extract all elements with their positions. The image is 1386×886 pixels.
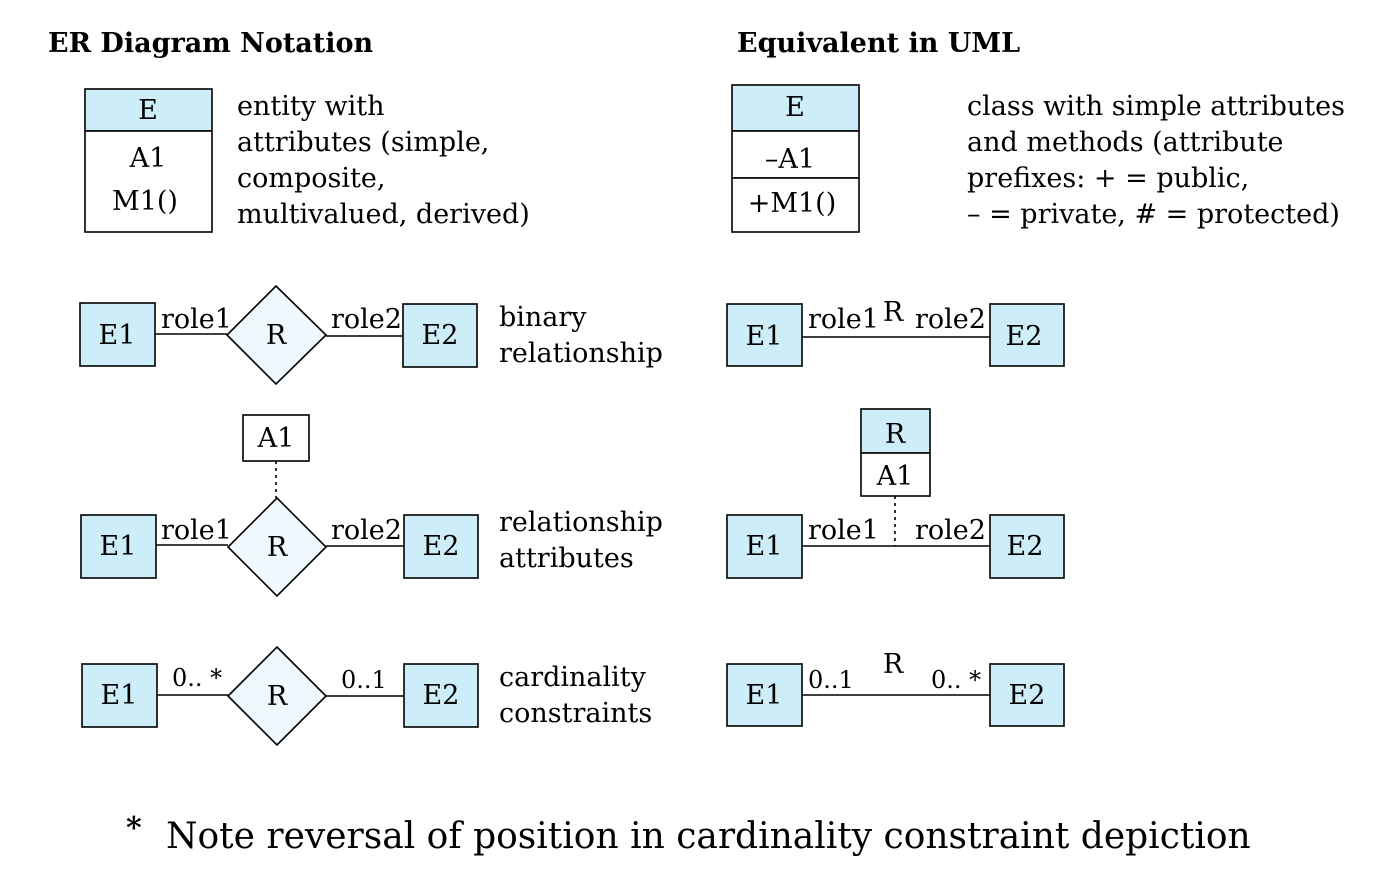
er-entity-e2-label: E2 bbox=[423, 680, 460, 711]
uml-class-attribute-box bbox=[731, 130, 860, 179]
er-binary-relationship: E1 E2 R role1 role2 bbox=[79, 284, 478, 386]
rel-attr-desc-line: relationship bbox=[499, 507, 663, 538]
er-role2-label: role2 bbox=[331, 515, 402, 546]
uml-association-name: R bbox=[883, 297, 904, 328]
binary-desc-line: relationship bbox=[499, 338, 663, 369]
er-role2-label: role2 bbox=[331, 304, 402, 335]
er-entity-desc-line: entity with bbox=[237, 91, 385, 122]
cardinality-desc-line: cardinality bbox=[499, 662, 647, 693]
er-cardinality-relationship: E1 E2 R 0.. * 0..1 bbox=[81, 645, 479, 747]
er-relationship-diamond bbox=[226, 496, 328, 598]
uml-entity-e2 bbox=[989, 514, 1065, 579]
uml-entity-e2 bbox=[989, 303, 1065, 367]
uml-association-name: R bbox=[883, 649, 904, 680]
uml-entity-e1 bbox=[726, 514, 803, 579]
er-entity-desc-line: multivalued, derived) bbox=[237, 199, 530, 230]
uml-class-description: class with simple attributes and methods… bbox=[967, 91, 1345, 230]
uml-cardinality-right: 0.. * bbox=[931, 666, 981, 694]
uml-entity-e2-label: E2 bbox=[1007, 531, 1044, 562]
er-relationship-attribute-label: A1 bbox=[257, 423, 295, 454]
er-entity-e1 bbox=[81, 663, 158, 728]
uml-association-class-name-box bbox=[860, 408, 931, 454]
relationship-attributes-description: relationship attributes bbox=[499, 507, 663, 574]
binary-desc-line: binary bbox=[499, 302, 587, 333]
er-entity-description: entity with attributes (simple, composit… bbox=[237, 91, 530, 230]
er-relationship-label: R bbox=[267, 681, 288, 712]
er-entity-desc-line: attributes (simple, bbox=[237, 127, 489, 158]
uml-association-class-attribute-box bbox=[860, 452, 931, 497]
er-entity-e2-label: E2 bbox=[422, 320, 459, 351]
er-entity-attribute-box bbox=[84, 130, 213, 233]
er-entity-e2 bbox=[403, 514, 479, 579]
er-entity-with-attributes: E A1 M1() bbox=[84, 88, 213, 233]
er-relationship-with-attribute: A1 E1 E2 R role1 role2 bbox=[80, 414, 479, 598]
er-relationship-attribute-box bbox=[242, 414, 310, 462]
rel-attr-desc-line: attributes bbox=[499, 543, 634, 574]
er-role1-label: role1 bbox=[161, 515, 232, 546]
uml-class-with-attributes: E –A1 +M1() bbox=[731, 84, 860, 233]
uml-association-class-attribute: A1 bbox=[876, 461, 914, 492]
er-entity-e1 bbox=[79, 302, 156, 367]
er-relationship-label: R bbox=[267, 532, 288, 563]
uml-entity-e2 bbox=[989, 663, 1065, 727]
heading-er-notation: ER Diagram Notation bbox=[48, 28, 374, 59]
uml-association-class-name: R bbox=[885, 419, 906, 450]
note-text: Note reversal of position in cardinality… bbox=[166, 816, 1251, 857]
uml-entity-e1 bbox=[726, 663, 803, 727]
er-cardinality-left: 0.. * bbox=[172, 664, 222, 692]
uml-association-class: R A1 E1 E2 role1 role2 bbox=[726, 408, 1065, 579]
uml-class-desc-line: class with simple attributes bbox=[967, 91, 1345, 122]
er-entity-name-box bbox=[84, 88, 213, 132]
uml-cardinality-association: E1 E2 R 0..1 0.. * bbox=[726, 649, 1065, 727]
heading-uml-equivalent: Equivalent in UML bbox=[737, 28, 1020, 59]
uml-class-desc-line: and methods (attribute bbox=[967, 127, 1284, 158]
er-entity-attribute: A1 bbox=[129, 143, 167, 174]
uml-role1-label: role1 bbox=[808, 515, 879, 546]
reversal-note: * Note reversal of position in cardinali… bbox=[126, 811, 1251, 857]
er-relationship-label: R bbox=[266, 320, 287, 351]
uml-entity-e1 bbox=[726, 303, 803, 367]
uml-entity-e2-label: E2 bbox=[1006, 321, 1043, 352]
uml-class-desc-line: – = private, # = protected) bbox=[967, 199, 1340, 230]
er-entity-e2 bbox=[402, 303, 478, 368]
uml-entity-e1-label: E1 bbox=[746, 531, 783, 562]
uml-entity-e1-label: E1 bbox=[746, 680, 783, 711]
uml-cardinality-left: 0..1 bbox=[808, 666, 854, 694]
er-relationship-diamond bbox=[226, 645, 328, 747]
uml-class-name: E bbox=[785, 92, 805, 123]
er-entity-e2-label: E2 bbox=[423, 531, 460, 562]
uml-class-attribute: –A1 bbox=[765, 144, 815, 175]
er-role1-label: role1 bbox=[161, 304, 232, 335]
er-entity-method: M1() bbox=[112, 186, 178, 217]
cardinality-constraints-description: cardinality constraints bbox=[499, 662, 652, 729]
er-relationship-diamond bbox=[225, 284, 328, 386]
uml-entity-e2-label: E2 bbox=[1009, 680, 1046, 711]
er-entity-e1-label: E1 bbox=[100, 531, 137, 562]
uml-class-method: +M1() bbox=[748, 188, 837, 219]
er-cardinality-right: 0..1 bbox=[341, 666, 387, 694]
note-asterisk: * bbox=[126, 811, 142, 846]
er-entity-e1-label: E1 bbox=[99, 320, 136, 351]
uml-binary-association: E1 E2 R role1 role2 bbox=[726, 297, 1065, 367]
uml-class-method-box bbox=[731, 177, 860, 233]
uml-entity-e1-label: E1 bbox=[746, 321, 783, 352]
uml-role2-label: role2 bbox=[915, 304, 986, 335]
uml-role1-label: role1 bbox=[808, 304, 879, 335]
er-entity-e1 bbox=[80, 514, 157, 579]
binary-relationship-description: binary relationship bbox=[499, 302, 663, 369]
er-entity-e1-label: E1 bbox=[101, 680, 138, 711]
uml-role2-label: role2 bbox=[915, 515, 986, 546]
cardinality-desc-line: constraints bbox=[499, 698, 652, 729]
er-entity-e2 bbox=[403, 663, 479, 728]
uml-class-desc-line: prefixes: + = public, bbox=[967, 163, 1249, 194]
er-entity-name: E bbox=[138, 95, 158, 126]
er-entity-desc-line: composite, bbox=[237, 163, 385, 194]
